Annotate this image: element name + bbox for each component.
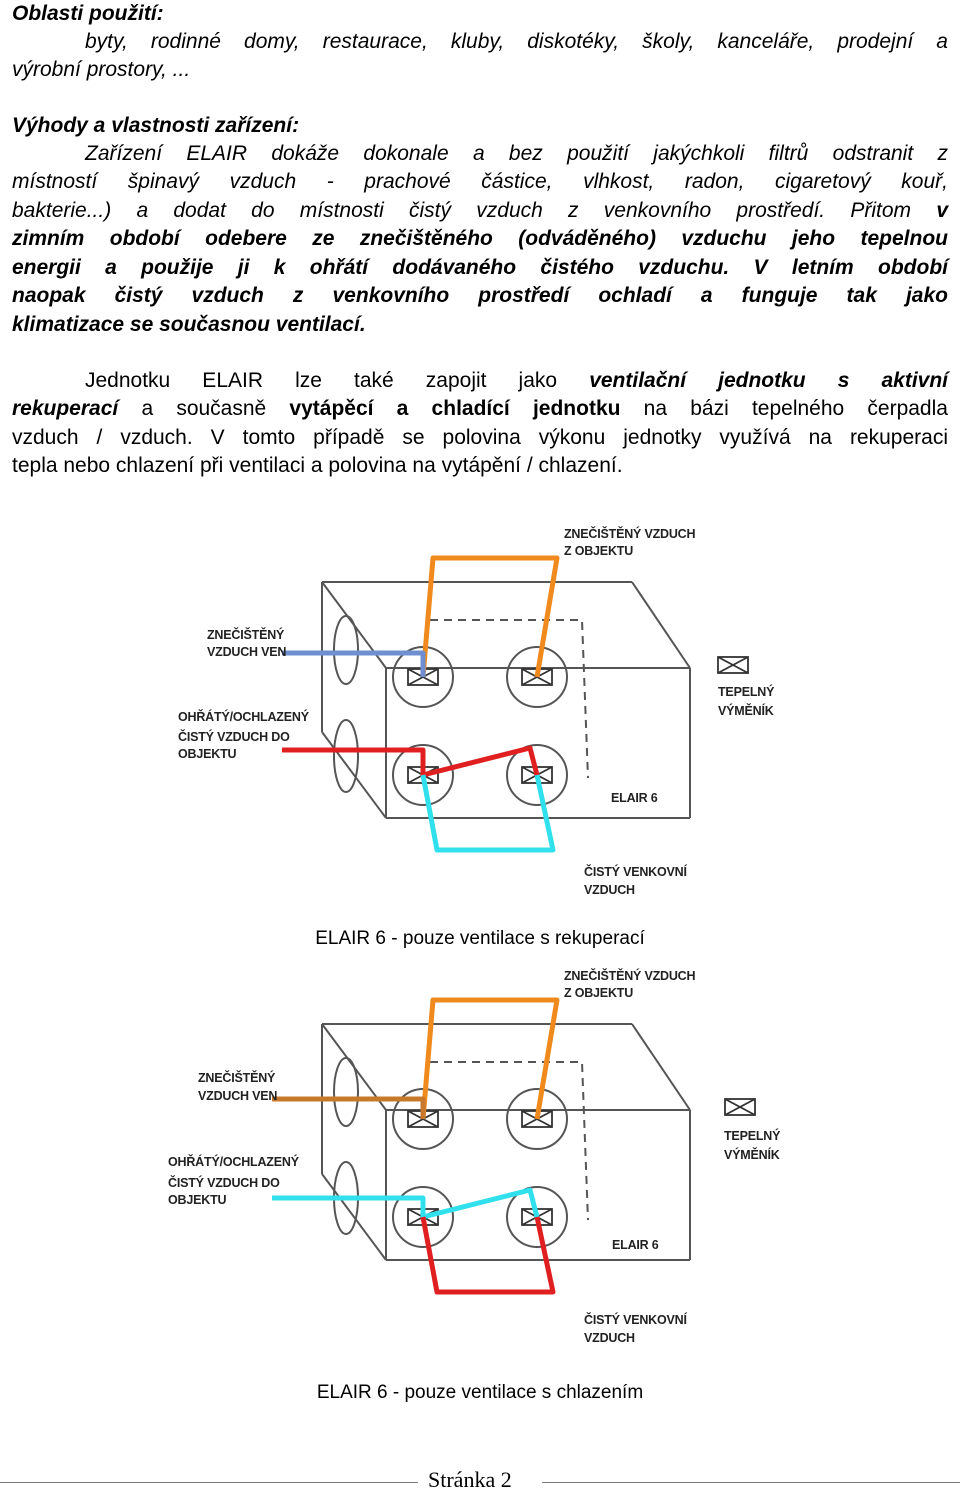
label-supply-1: OHŘÁTÝ/OCHLAZENÝ [178,709,310,724]
label-supply-3: OBJEKTU [178,747,237,761]
para1-line-5: energii a použije ji k ohřátí dodávaného… [12,256,948,279]
para1-line-4: zimním období odebere ze znečištěného (o… [12,227,948,250]
duct-from-building [420,555,560,678]
heading-vyhody: Výhody a vlastnosti zařízení: [12,114,300,137]
air-ducts [272,997,560,1295]
label-fresh-1: ČISTÝ VENKOVNÍ [584,1312,687,1327]
caption-diagram-2: ELAIR 6 - pouze ventilace s chlazením [316,1382,644,1403]
label-exchanger-1: TEPELNÝ [718,684,775,699]
footer-rule-right [542,1482,960,1483]
label-supply-2: ČISTÝ VZDUCH DO [178,729,290,744]
para1-line-3: bakterie...) a dodat do místnosti čistý … [12,199,948,222]
label-dirty-from-2: Z OBJEKTU [564,544,633,558]
para1-line-1: Zařízení ELAIR dokáže dokonale a bez pou… [85,142,948,165]
page-number: Stránka 2 [428,1467,512,1492]
label-exchanger-1: TEPELNÝ [724,1128,781,1143]
para1-line-2: místností špinavý vzduch - prachové část… [12,170,948,193]
duct-fresh-air [420,1216,556,1295]
para2-line-3: vzduch / vzduch. V tomto případě se polo… [12,426,948,449]
elair-diagram-2: ZNEČIŠTĚNÝ VZDUCH Z OBJEKTU ZNEČIŠTĚNÝ V… [160,962,800,1342]
label-dirty-from-2: Z OBJEKTU [564,986,633,1000]
label-dirty-from-1: ZNEČIŠTĚNÝ VZDUCH [564,968,696,983]
duct-fresh-air [420,774,556,853]
label-dirty-from-1: ZNEČIŠTĚNÝ VZDUCH [564,526,696,541]
duct-exhaust [282,650,426,677]
para2-line-1: Jednotku ELAIR lze také zapojit jako ven… [85,369,948,392]
label-dirty-out-2: VZDUCH VEN [207,645,286,659]
label-exchanger-2: VÝMĚNÍK [718,703,774,718]
label-unit: ELAIR 6 [612,1238,659,1252]
oblasti-line-1: byty, rodinné domy, restaurace, kluby, d… [85,30,948,53]
label-supply-2: ČISTÝ VZDUCH DO [168,1175,280,1190]
para2-line-4: tepla nebo chlazení při ventilaci a polo… [12,454,623,477]
caption-diagram-1: ELAIR 6 - pouze ventilace s rekuperací [315,928,645,949]
label-fresh-2: VZDUCH [584,1331,635,1342]
label-supply-1: OHŘÁTÝ/OCHLAZENÝ [168,1154,300,1169]
heading-oblasti: Oblasti použití: [12,2,164,25]
duct-from-building [420,997,560,1120]
diagram-labels: ZNEČIŠTĚNÝ VZDUCH Z OBJEKTU ZNEČIŠTĚNÝ V… [168,968,781,1342]
para2-line-2: rekuperací a současně vytápěcí a chladíc… [12,397,948,420]
diagram-1-svg: ZNEČIŠTĚNÝ VZDUCH Z OBJEKTU ZNEČIŠTĚNÝ V… [178,526,775,897]
oblasti-line-2: výrobní prostory, ... [12,58,191,81]
page-footer: Stránka 2 [0,1466,960,1492]
footer-rule-left [0,1482,418,1483]
label-fresh-2: VZDUCH [584,883,635,897]
label-dirty-out-1: ZNEČIŠTĚNÝ [198,1070,276,1085]
duct-exhaust [272,1096,426,1119]
elair-diagram-1: ZNEČIŠTĚNÝ VZDUCH Z OBJEKTU ZNEČIŠTĚNÝ V… [160,520,800,900]
label-unit: ELAIR 6 [611,791,658,805]
diagram-2-svg: ZNEČIŠTĚNÝ VZDUCH Z OBJEKTU ZNEČIŠTĚNÝ V… [168,968,781,1342]
unit-box [321,1023,691,1261]
label-exchanger-2: VÝMĚNÍK [724,1147,780,1162]
para1-line-7: klimatizace se současnou ventilací. [12,313,366,336]
para1-line-6: naopak čistý vzduch z venkovního prostře… [12,284,948,307]
air-ducts [282,555,560,853]
diagram-labels: ZNEČIŠTĚNÝ VZDUCH Z OBJEKTU ZNEČIŠTĚNÝ V… [178,526,775,897]
label-fresh-1: ČISTÝ VENKOVNÍ [584,864,687,879]
label-dirty-out-1: ZNEČIŠTĚNÝ [207,627,285,642]
label-supply-3: OBJEKTU [168,1193,227,1207]
label-dirty-out-2: VZDUCH VEN [198,1089,277,1103]
